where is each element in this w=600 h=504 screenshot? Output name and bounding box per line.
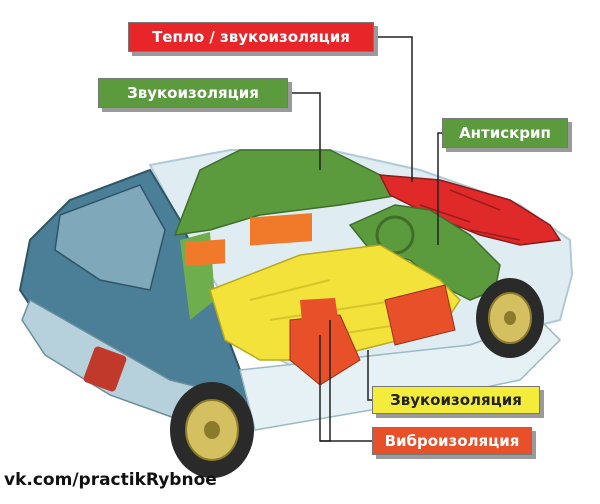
tail-light	[83, 346, 127, 392]
rear-window	[54, 184, 166, 291]
side-panel-orange-2	[250, 213, 312, 246]
leader-sound-bottom	[367, 350, 372, 401]
leader-heat	[374, 36, 413, 182]
roof-sound-insulation-label: Звукоизоляция	[98, 78, 288, 108]
leader-lines	[288, 36, 442, 442]
side-panel-orange-1	[185, 239, 225, 267]
vibro-panel-3	[300, 298, 338, 322]
leader-sound-top	[288, 92, 321, 170]
watermark-url: vk.com/practikRybnoe	[4, 470, 217, 490]
front-wheel	[476, 278, 544, 358]
heat-sound-insulation-label: Тепло / звукоизоляция	[128, 22, 374, 52]
vibro-panel-2	[384, 284, 456, 346]
rear-wheel	[170, 382, 254, 478]
leader-antisqueak	[437, 132, 442, 245]
roof-heat-panels	[378, 174, 562, 246]
vibration-insulation-label: Виброизоляция	[372, 427, 532, 455]
floor-sound-insulation-label: Звукоизоляция	[372, 386, 540, 414]
leader-vibro-2	[320, 320, 331, 442]
antisqueak-label: Антискрип	[442, 118, 568, 148]
